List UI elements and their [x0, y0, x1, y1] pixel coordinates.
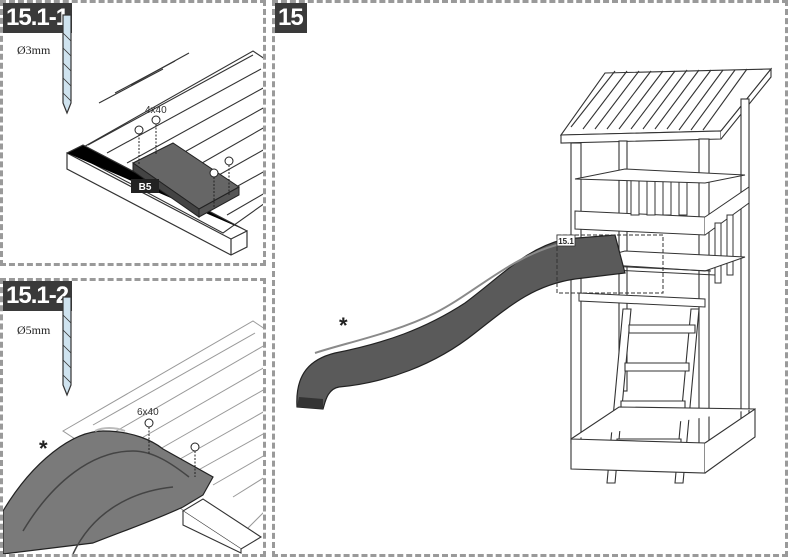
part-b5-plate: B5: [131, 142, 240, 218]
screw-size-label: 4x40: [145, 105, 167, 116]
drill-size-label: Ø5mm: [17, 323, 51, 337]
part-label: B5: [139, 182, 152, 193]
front-beam: [181, 498, 263, 554]
detail-panel-15-1-1: 15.1-1 Ø3mm B5: [0, 0, 266, 266]
drill-size-label: Ø3mm: [17, 43, 51, 57]
tower-roof: [559, 67, 773, 144]
playtower-illustration: 15.1 *: [296, 67, 773, 484]
slide-attachment-illustration: 6x40 *: [3, 296, 263, 554]
drill-bit-icon: [62, 296, 72, 397]
drill-bit-icon: [62, 14, 72, 115]
detail-marker: *: [39, 436, 48, 461]
step-label-15-1-2: 15.1-2: [3, 281, 73, 311]
tower-railing: [574, 168, 750, 284]
screw-icons: [144, 418, 200, 477]
base-frame: [570, 406, 756, 474]
step-label-15: 15: [275, 3, 307, 33]
detail-ref-label: 15.1: [558, 237, 574, 246]
slide: [296, 234, 626, 410]
deck-board-illustration: B5 4x40: [62, 14, 263, 256]
main-panel-15: 15: [272, 0, 788, 557]
detail-panel-15-1-2: 15.1-2 Ø5mm 6x40 *: [0, 278, 266, 557]
slide-marker: *: [339, 313, 348, 338]
deck-planks: [62, 320, 263, 544]
screw-size-label: 6x40: [137, 407, 159, 418]
screw-icons: [134, 115, 234, 208]
detail-callout: 15.1: [556, 234, 664, 294]
step-label-15-1-1: 15.1-1: [3, 3, 73, 33]
slide-end: [3, 427, 214, 554]
